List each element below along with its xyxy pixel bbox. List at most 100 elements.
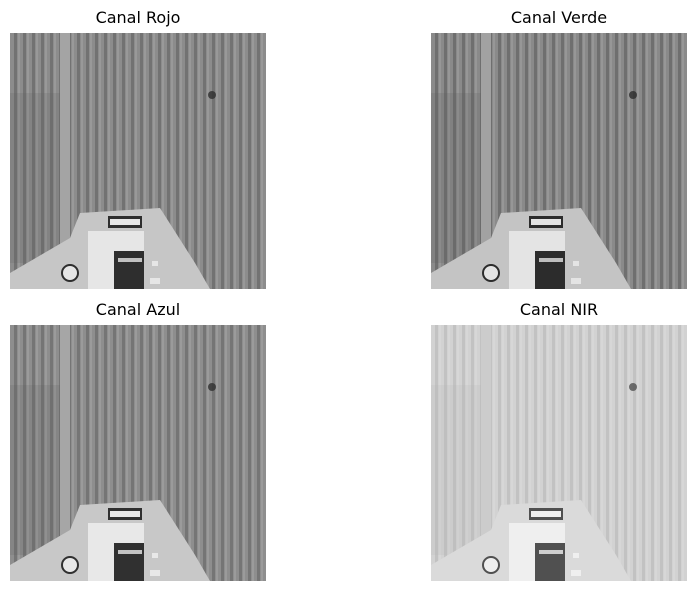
- crop-row-gap: [655, 325, 657, 581]
- crop-row: [651, 33, 654, 289]
- crop-row: [113, 33, 116, 289]
- vehicle: [573, 261, 579, 266]
- crop-row-gap: [538, 33, 540, 289]
- building-dark-roof: [114, 251, 144, 289]
- crop-row: [534, 325, 537, 581]
- crop-row: [221, 325, 224, 581]
- crop-row: [552, 33, 555, 289]
- crop-row-gap: [475, 33, 477, 289]
- crop-row: [624, 325, 627, 581]
- left-orchard-block: [10, 93, 60, 263]
- crop-row-gap: [234, 325, 236, 581]
- crop-row: [579, 325, 582, 581]
- roof-stripe: [539, 550, 563, 554]
- crop-row-gap: [646, 33, 648, 289]
- crop-row-gap: [108, 325, 110, 581]
- crop-row-gap: [538, 325, 540, 581]
- crop-row: [615, 325, 618, 581]
- crop-row: [95, 33, 98, 289]
- crop-row: [678, 33, 681, 289]
- crop-row-gap: [493, 33, 495, 289]
- dirt-road: [481, 325, 491, 565]
- left-orchard-block: [431, 93, 481, 263]
- vehicle: [150, 278, 160, 284]
- crop-row-gap: [252, 33, 254, 289]
- crop-row-gap: [189, 33, 191, 289]
- crop-row: [50, 325, 53, 581]
- crop-row-gap: [583, 325, 585, 581]
- crop-row-gap: [54, 33, 56, 289]
- roof-stripe: [118, 550, 142, 554]
- building-shed-roof: [110, 511, 140, 517]
- crop-row-gap: [529, 325, 531, 581]
- crop-row: [570, 33, 573, 289]
- crop-row: [122, 325, 125, 581]
- crop-row: [597, 325, 600, 581]
- crop-row: [23, 325, 26, 581]
- panel-title: Canal Azul: [95, 300, 181, 319]
- crop-row-gap: [601, 325, 603, 581]
- crop-row: [203, 325, 206, 581]
- crop-row: [507, 33, 510, 289]
- crop-row-gap: [171, 325, 173, 581]
- crop-row: [212, 33, 215, 289]
- aerial-image-nir: [431, 325, 687, 581]
- crop-row-gap: [439, 325, 441, 581]
- crop-row-gap: [628, 33, 630, 289]
- crop-row: [14, 325, 17, 581]
- crop-row: [525, 325, 528, 581]
- aerial-image-green: [431, 33, 687, 289]
- crop-row-gap: [180, 325, 182, 581]
- crop-row-gap: [511, 325, 513, 581]
- crop-row-gap: [673, 325, 675, 581]
- crop-row-gap: [36, 325, 38, 581]
- crop-row: [194, 325, 197, 581]
- crop-row: [158, 325, 161, 581]
- crop-row: [552, 325, 555, 581]
- crop-row-gap: [655, 33, 657, 289]
- panel-title: Canal Verde: [510, 8, 608, 27]
- building-dark-roof: [114, 543, 144, 581]
- crop-row: [669, 325, 672, 581]
- crop-row-gap: [126, 33, 128, 289]
- panel-nir-channel: Canal NIR: [431, 294, 687, 581]
- crop-row-gap: [637, 325, 639, 581]
- panel-green-channel: Canal Verde: [431, 2, 687, 289]
- crop-row-gap: [628, 325, 630, 581]
- crop-row-gap: [520, 33, 522, 289]
- vehicle: [571, 278, 581, 284]
- crop-row: [149, 33, 152, 289]
- crop-row: [185, 325, 188, 581]
- crop-row: [642, 325, 645, 581]
- crop-row: [167, 325, 170, 581]
- crop-row-gap: [466, 325, 468, 581]
- crop-row: [230, 325, 233, 581]
- crop-row-gap: [108, 33, 110, 289]
- crop-row-gap: [439, 33, 441, 289]
- crop-row-gap: [592, 325, 594, 581]
- crop-row: [140, 33, 143, 289]
- crop-row-gap: [448, 325, 450, 581]
- crop-row-gap: [81, 33, 83, 289]
- crop-row: [561, 33, 564, 289]
- crop-row: [203, 33, 206, 289]
- crop-row-gap: [466, 33, 468, 289]
- crop-row: [471, 33, 474, 289]
- crop-row: [525, 33, 528, 289]
- water-tank: [482, 264, 500, 282]
- crop-row-gap: [493, 325, 495, 581]
- crop-row-gap: [153, 325, 155, 581]
- crop-row: [32, 33, 35, 289]
- crop-row: [176, 325, 179, 581]
- crop-row: [606, 33, 609, 289]
- vehicle: [573, 553, 579, 558]
- crop-row-gap: [144, 33, 146, 289]
- crop-row: [606, 325, 609, 581]
- crop-row-gap: [189, 325, 191, 581]
- building-shed-roof: [531, 219, 561, 225]
- crop-row-gap: [574, 325, 576, 581]
- crop-row: [660, 325, 663, 581]
- crop-row-gap: [90, 325, 92, 581]
- crop-row-gap: [72, 33, 74, 289]
- crop-row: [507, 325, 510, 581]
